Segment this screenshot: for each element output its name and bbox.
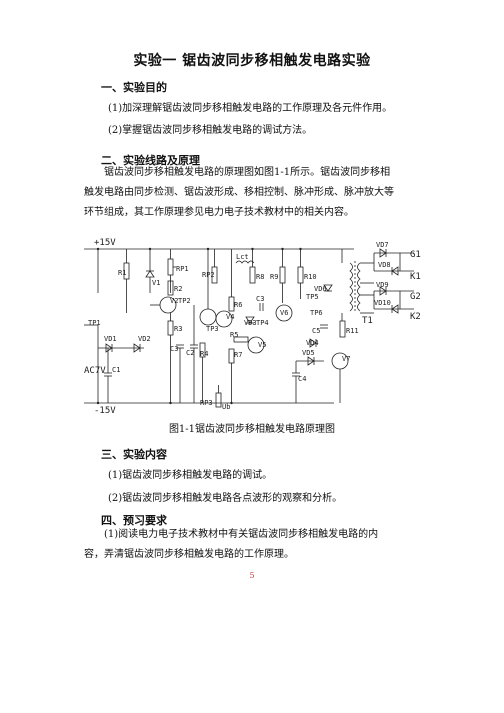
label-vd6: VD6 — [314, 285, 327, 293]
label-r9: R9 — [270, 273, 278, 281]
section-heading-preview: 四、预习要求 — [101, 514, 167, 527]
label-v4: V4 — [226, 313, 234, 321]
label-r2: R2 — [174, 285, 182, 293]
label-r4: R4 — [200, 350, 208, 358]
page-title: 实验一 锯齿波同步移相触发电路实验 — [133, 53, 371, 69]
section-heading-purpose: 一、实验目的 — [101, 81, 167, 94]
label-c2: C2 — [186, 349, 194, 357]
content-item-1: (1)锯齿波同步移相触发电路的调试。 — [108, 470, 273, 481]
principle-line-1: 锯齿波同步移相触发电路的原理图如图1-1所示。锯齿波同步移相 — [104, 167, 391, 178]
preview-line-1: (1)阅读电力电子技术教材中有关锯齿波同步移相触发电路的内 — [104, 529, 379, 540]
label-v6: V6 — [280, 309, 288, 317]
label-r11: R11 — [346, 327, 359, 335]
label-rp2: RP2 — [202, 271, 215, 279]
content-item-2: (2)锯齿波同步移相触发电路各点波形的观察和分析。 — [108, 493, 343, 504]
label-vd9: VD9 — [376, 281, 389, 289]
principle-line-2: 触发电路由同步检测、锯齿波形成、移相控制、脉冲形成、脉冲放大等 — [84, 187, 394, 198]
label-c1: C1 — [112, 366, 120, 374]
label-vd7: VD7 — [376, 241, 389, 249]
figure-caption: 图1-1锯齿波同步移相触发电路原理图 — [168, 424, 336, 435]
label-v7: V7 — [342, 355, 350, 363]
label-c4: C4 — [298, 375, 306, 383]
label-vd2: VD2 — [138, 335, 151, 343]
label-v5: V5 — [258, 341, 266, 349]
label-rp1: RP1 — [176, 265, 189, 273]
label-tp2: TP2 — [178, 297, 191, 305]
preview-line-2: 容，弄清锯齿波同步移相触发电路的工作原理。 — [84, 549, 294, 560]
label-tp6: TP6 — [310, 309, 323, 317]
label-tp4: TP4 — [256, 319, 269, 327]
label-c3: C3 — [170, 345, 178, 353]
label-r10: R10 — [304, 273, 317, 281]
principle-line-3: 环节组成，其工作原理参见电力电子技术教材中的相关内容。 — [84, 207, 354, 218]
label-c5: C5 — [312, 327, 320, 335]
section-heading-content: 三、实验内容 — [101, 448, 167, 461]
section-heading-principle: 二、实验线路及原理 — [101, 154, 200, 167]
label-vminus: -15V — [94, 406, 116, 416]
label-tp5: TP5 — [306, 293, 319, 301]
label-k1: K1 — [410, 272, 421, 282]
label-r7: R7 — [234, 351, 242, 359]
label-v2: V2 — [170, 297, 178, 305]
label-r1: R1 — [118, 269, 126, 277]
label-vd10: VD10 — [374, 299, 391, 307]
label-c3b: C3 — [256, 295, 264, 303]
label-ac: AC7V — [84, 366, 106, 376]
label-k2: K2 — [410, 312, 421, 322]
label-g2: G2 — [410, 292, 421, 302]
label-tp1: TP1 — [88, 319, 101, 327]
label-vd1: VD1 — [104, 335, 117, 343]
purpose-item-2: (2)掌握锯齿波同步移相触发电路的调试方法。 — [108, 125, 313, 136]
label-r5: R5 — [230, 331, 238, 339]
label-r8: R8 — [256, 273, 264, 281]
label-vd8: VD8 — [378, 261, 391, 269]
page-number: 5 — [249, 571, 255, 580]
label-vd5: VD5 — [302, 349, 315, 357]
label-rp3: RP3 — [200, 399, 213, 407]
label-vd3: VD3 — [244, 319, 257, 327]
label-r6: R6 — [234, 301, 242, 309]
label-g1: G1 — [410, 250, 421, 260]
label-t1: T1 — [362, 316, 373, 326]
label-vd4: VD4 — [306, 339, 319, 347]
label-vplus: +15V — [94, 238, 116, 248]
purpose-item-1: (1)加深理解锯齿波同步移相触发电路的工作原理及各元件作用。 — [108, 103, 393, 114]
label-r3: R3 — [174, 325, 182, 333]
label-lct: Lct — [236, 253, 249, 261]
label-tp3: TP3 — [206, 325, 219, 333]
label-v1: V1 — [152, 279, 160, 287]
preview-paragraph: (1)阅读电力电子技术教材中有关锯齿波同步移相触发电路的内 容，弄清锯齿波同步移… — [84, 525, 420, 565]
circuit-schematic: +15V -15V AC7V R1 RP1 V1 R2 V2 TP2 TP1 V… — [84, 238, 421, 416]
label-ub: Ub — [222, 403, 230, 411]
principle-paragraph: 锯齿波同步移相触发电路的原理图如图1-1所示。锯齿波同步移相 触发电路由同步检测… — [84, 163, 420, 223]
